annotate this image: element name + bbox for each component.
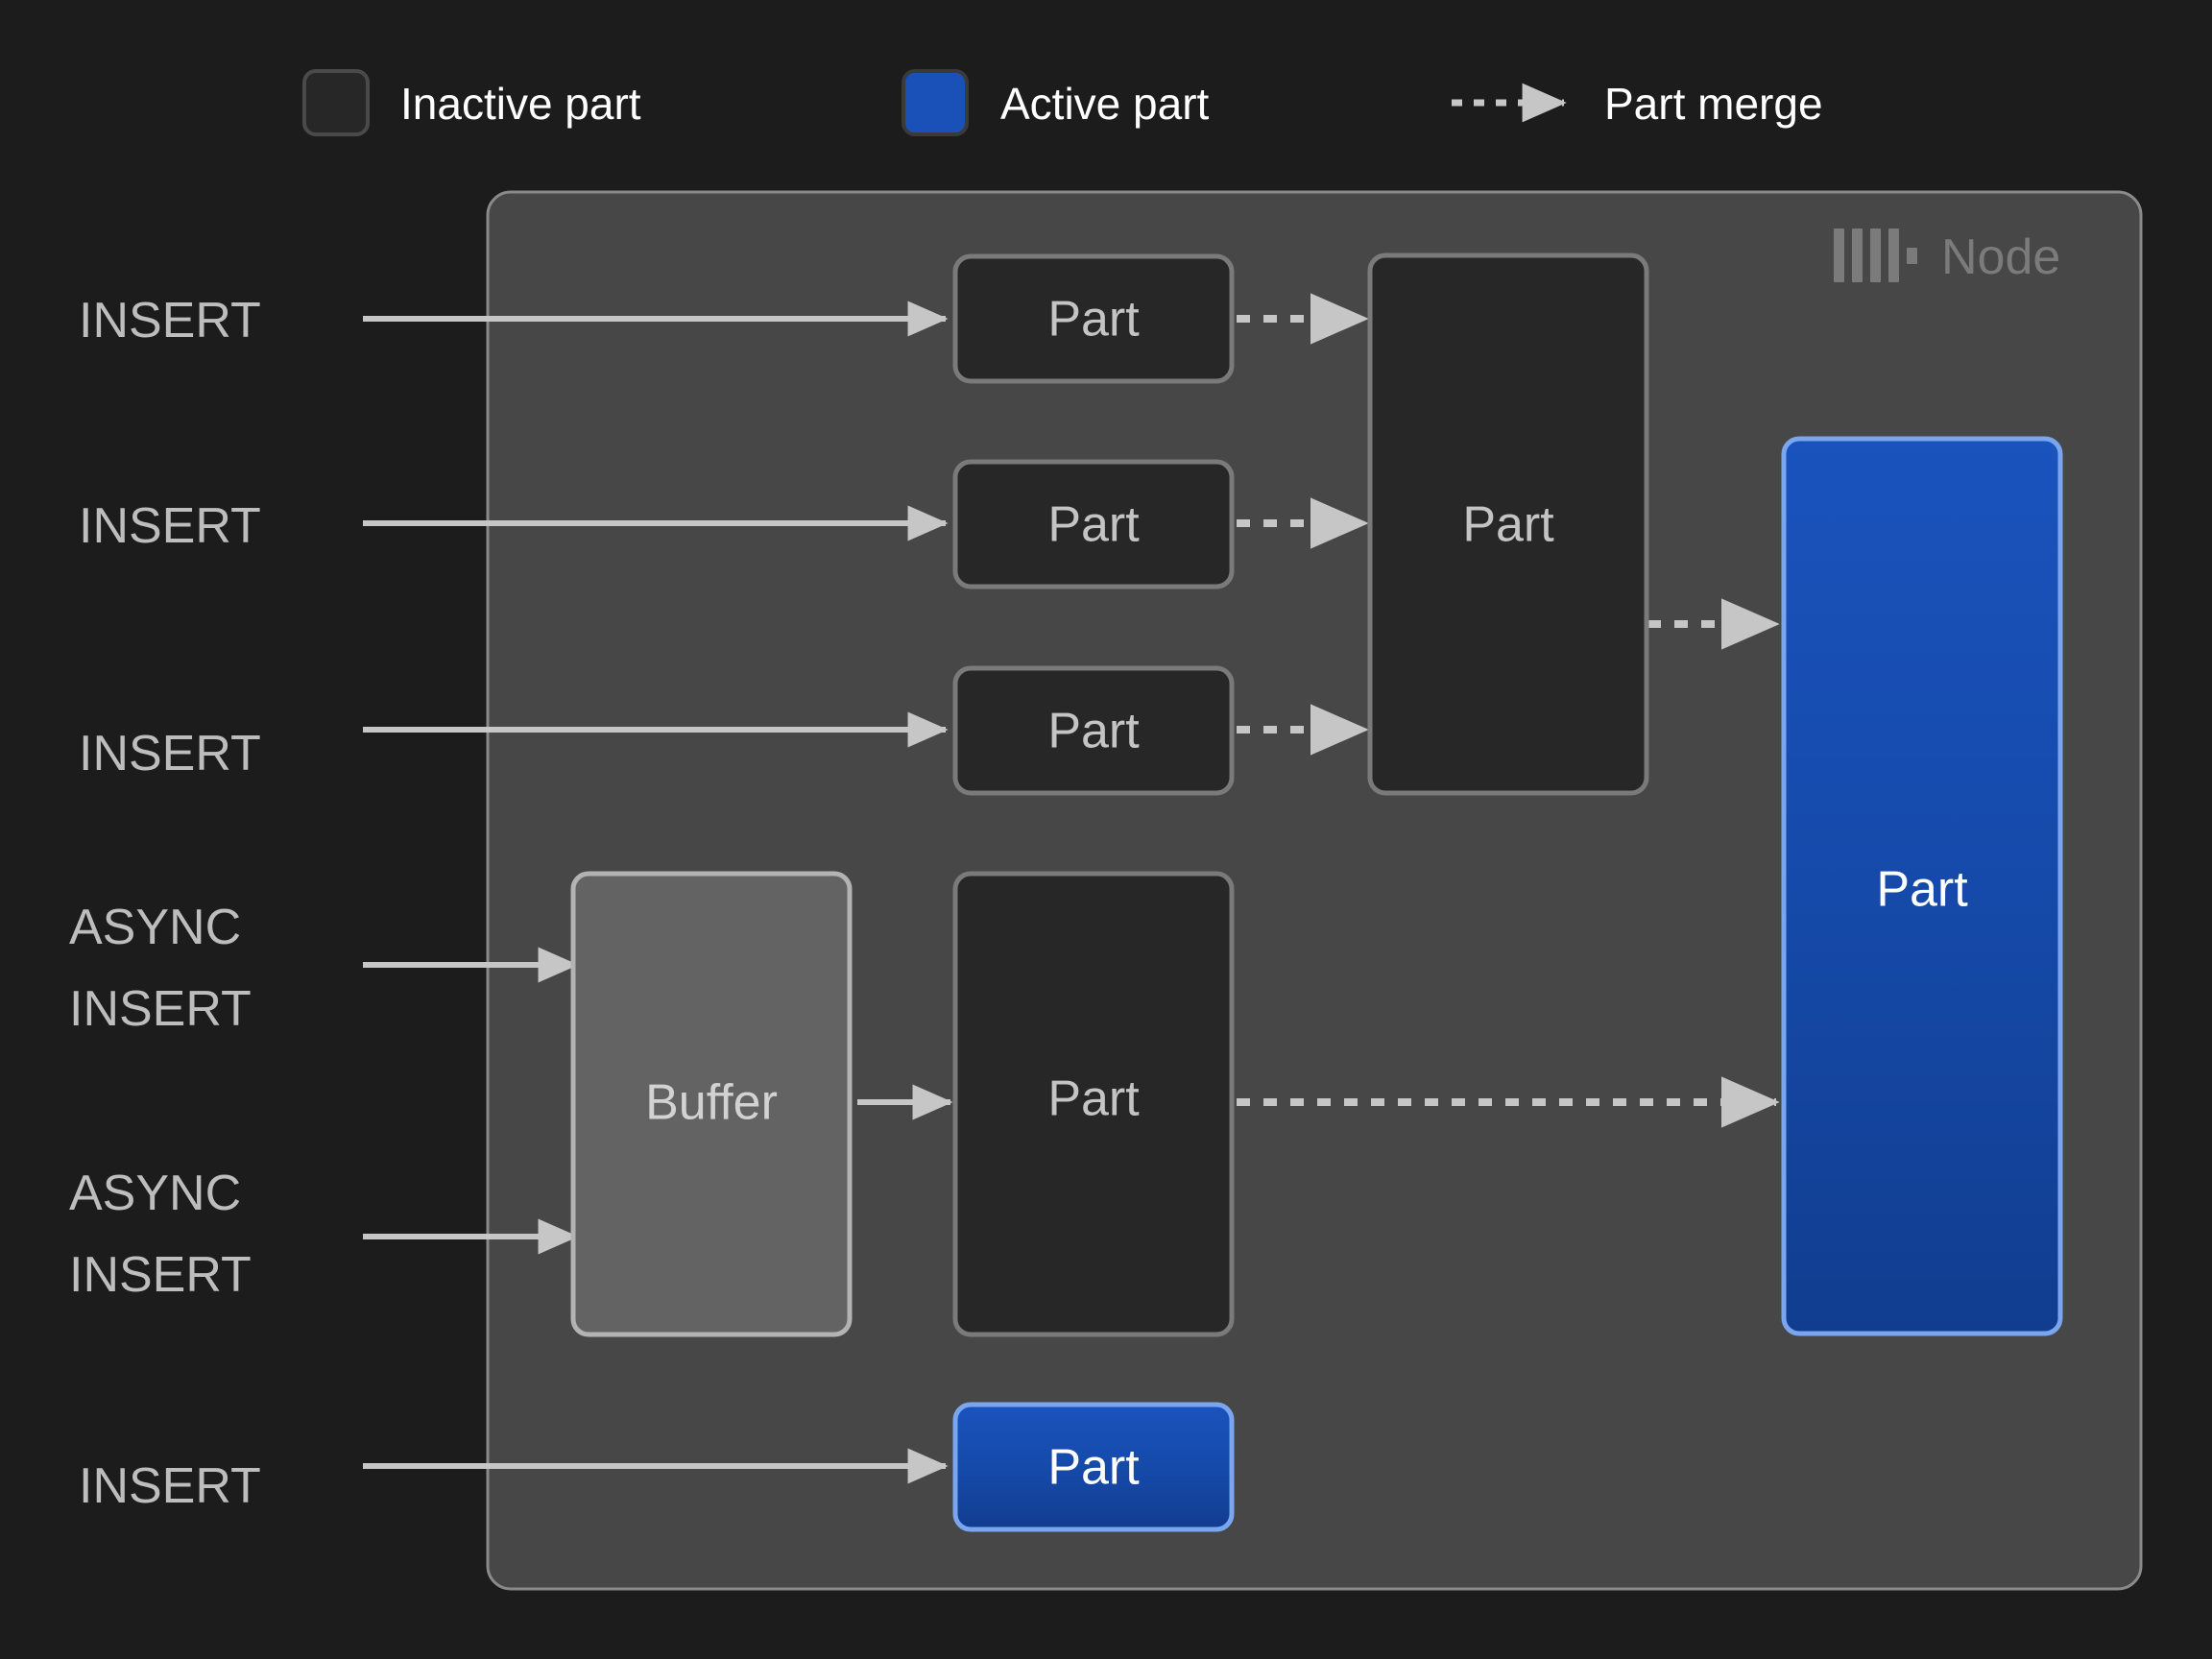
legend-item-merge: Part merge — [1452, 79, 1823, 129]
part-col1-row3[interactable]: Part — [952, 665, 1235, 796]
buffer-box[interactable] — [570, 871, 853, 1337]
inactive-part-swatch — [302, 69, 370, 136]
insert-label-3: INSERT — [79, 726, 261, 781]
part-col1-row1-box[interactable] — [952, 253, 1235, 384]
part-merged-col2-box[interactable] — [1367, 252, 1649, 796]
async-insert-label-2: ASYNC INSERT — [69, 1166, 252, 1303]
async-insert-label-1-line2: INSERT — [69, 981, 252, 1037]
node-panel — [486, 190, 2143, 1591]
buffer[interactable]: Buffer — [570, 871, 853, 1337]
part-active-large-box[interactable] — [1781, 436, 2063, 1336]
part-active-large-label: Part — [1876, 862, 1968, 918]
part-col1-row3-label: Part — [1047, 704, 1140, 759]
async-insert-label-2-line1: ASYNC — [69, 1166, 241, 1221]
clickhouse-logo-icon — [1834, 228, 1917, 282]
async-insert-label-1-line1: ASYNC — [69, 900, 241, 955]
insert-label-2: INSERT — [79, 498, 261, 554]
node-title: Node — [1941, 229, 2060, 285]
part-active-small[interactable]: Part — [952, 1402, 1235, 1532]
part-col1-row2[interactable]: Part — [952, 459, 1235, 589]
part-active-large[interactable]: Part — [1781, 436, 2063, 1336]
part-merged-col2[interactable]: Part — [1367, 252, 1649, 796]
part-boxes: Part Part Part Part Buffer Part — [570, 252, 2063, 1532]
active-part-swatch — [902, 69, 969, 136]
async-insert-label-1: ASYNC INSERT — [69, 900, 252, 1037]
legend: Inactive part Active part Part merge — [302, 69, 1823, 136]
merge-edges — [1237, 293, 1780, 1128]
part-col1-row1[interactable]: Part — [952, 253, 1235, 384]
legend-item-active: Active part — [902, 69, 1210, 136]
part-merged-col2-label: Part — [1462, 497, 1554, 553]
legend-label-merge: Part merge — [1604, 79, 1823, 129]
part-col1-row2-label: Part — [1047, 497, 1140, 553]
async-insert-label-2-line2: INSERT — [69, 1247, 252, 1303]
legend-label-active: Active part — [1000, 79, 1210, 129]
insert-label-4: INSERT — [79, 1458, 261, 1514]
part-active-small-box[interactable] — [952, 1402, 1235, 1532]
insert-label-1: INSERT — [79, 293, 261, 349]
buffer-label: Buffer — [645, 1075, 778, 1131]
part-col1-row3-box[interactable] — [952, 665, 1235, 796]
part-col1-row2-box[interactable] — [952, 459, 1235, 589]
part-col1-row1-label: Part — [1047, 292, 1140, 348]
part-active-small-label: Part — [1047, 1440, 1140, 1496]
node-container: Node — [486, 190, 2143, 1591]
insert-edges — [363, 301, 953, 1484]
part-buffer-flush[interactable]: Part — [952, 871, 1235, 1337]
legend-label-inactive: Inactive part — [400, 79, 641, 129]
input-labels: INSERT INSERT INSERT ASYNC INSERT ASYNC … — [69, 293, 261, 1514]
legend-item-inactive: Inactive part — [302, 69, 641, 136]
part-buffer-flush-label: Part — [1047, 1071, 1140, 1127]
part-buffer-flush-box[interactable] — [952, 871, 1235, 1337]
